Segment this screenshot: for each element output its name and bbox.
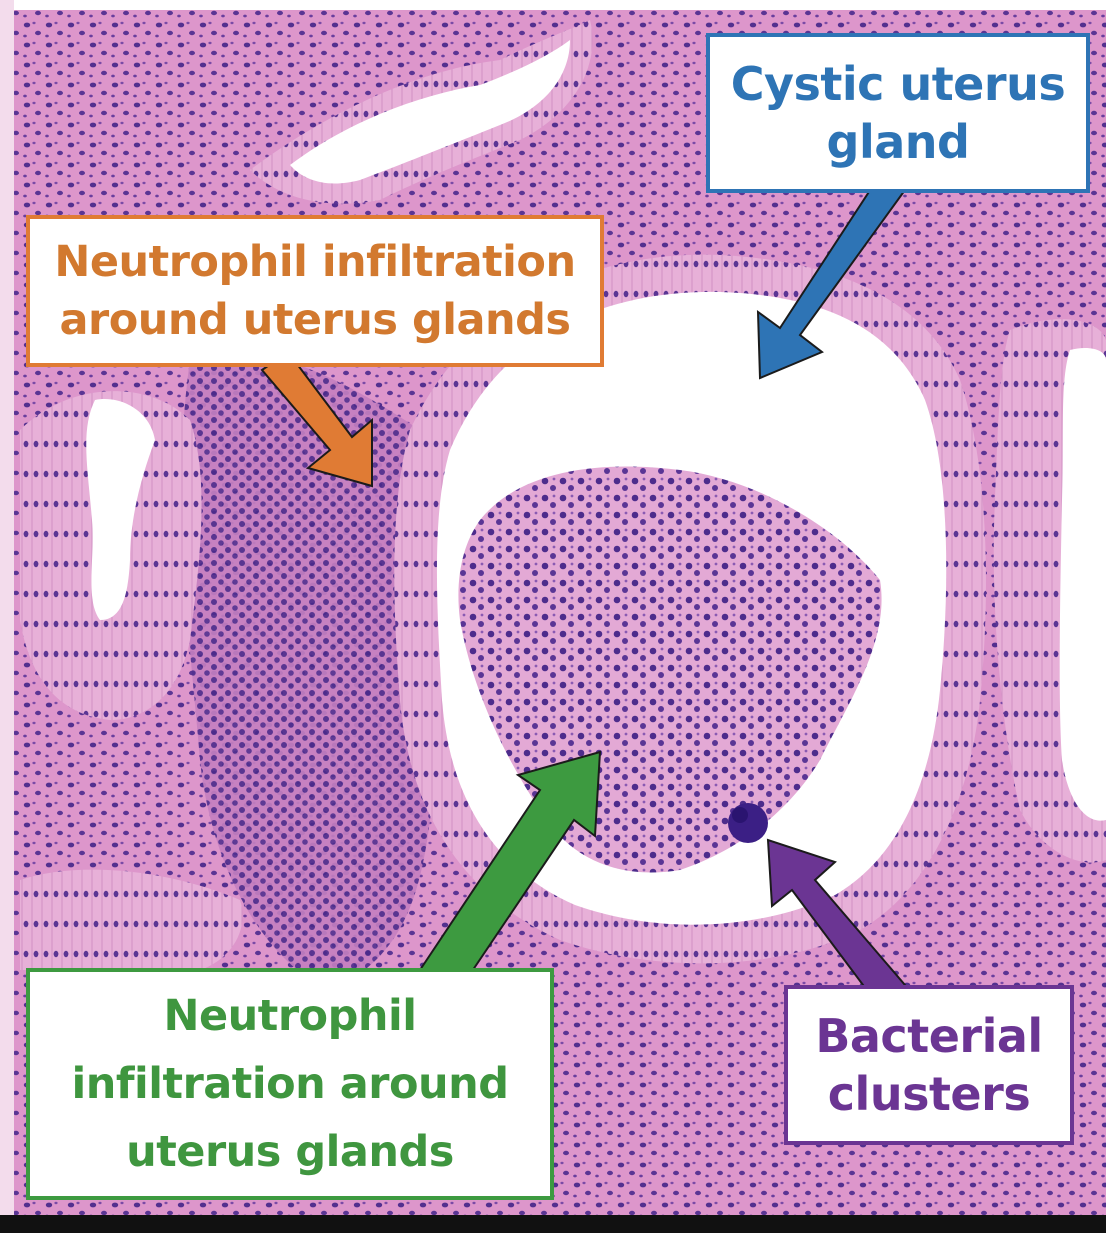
label-line: around uterus glands	[59, 295, 571, 345]
label-cystic-uterus-gland: Cystic uterus gland	[706, 33, 1090, 193]
label-line: infiltration around	[71, 1059, 509, 1109]
label-neutrophil-infiltration-top: Neutrophil infiltration around uterus gl…	[26, 215, 604, 367]
arrow-green	[418, 750, 602, 997]
label-line: Cystic uterus	[730, 57, 1066, 111]
label-bacterial-clusters: Bacterial clusters	[784, 985, 1074, 1145]
label-line: gland	[826, 115, 970, 169]
label-neutrophil-infiltration-bottom: Neutrophil infiltration around uterus gl…	[26, 968, 554, 1200]
label-line: uterus glands	[126, 1127, 454, 1177]
arrow-cystic	[756, 173, 907, 380]
label-line: clusters	[827, 1067, 1031, 1121]
label-line: Neutrophil	[163, 991, 417, 1041]
label-line: Bacterial	[815, 1009, 1043, 1063]
label-line: Neutrophil infiltration	[54, 237, 576, 287]
